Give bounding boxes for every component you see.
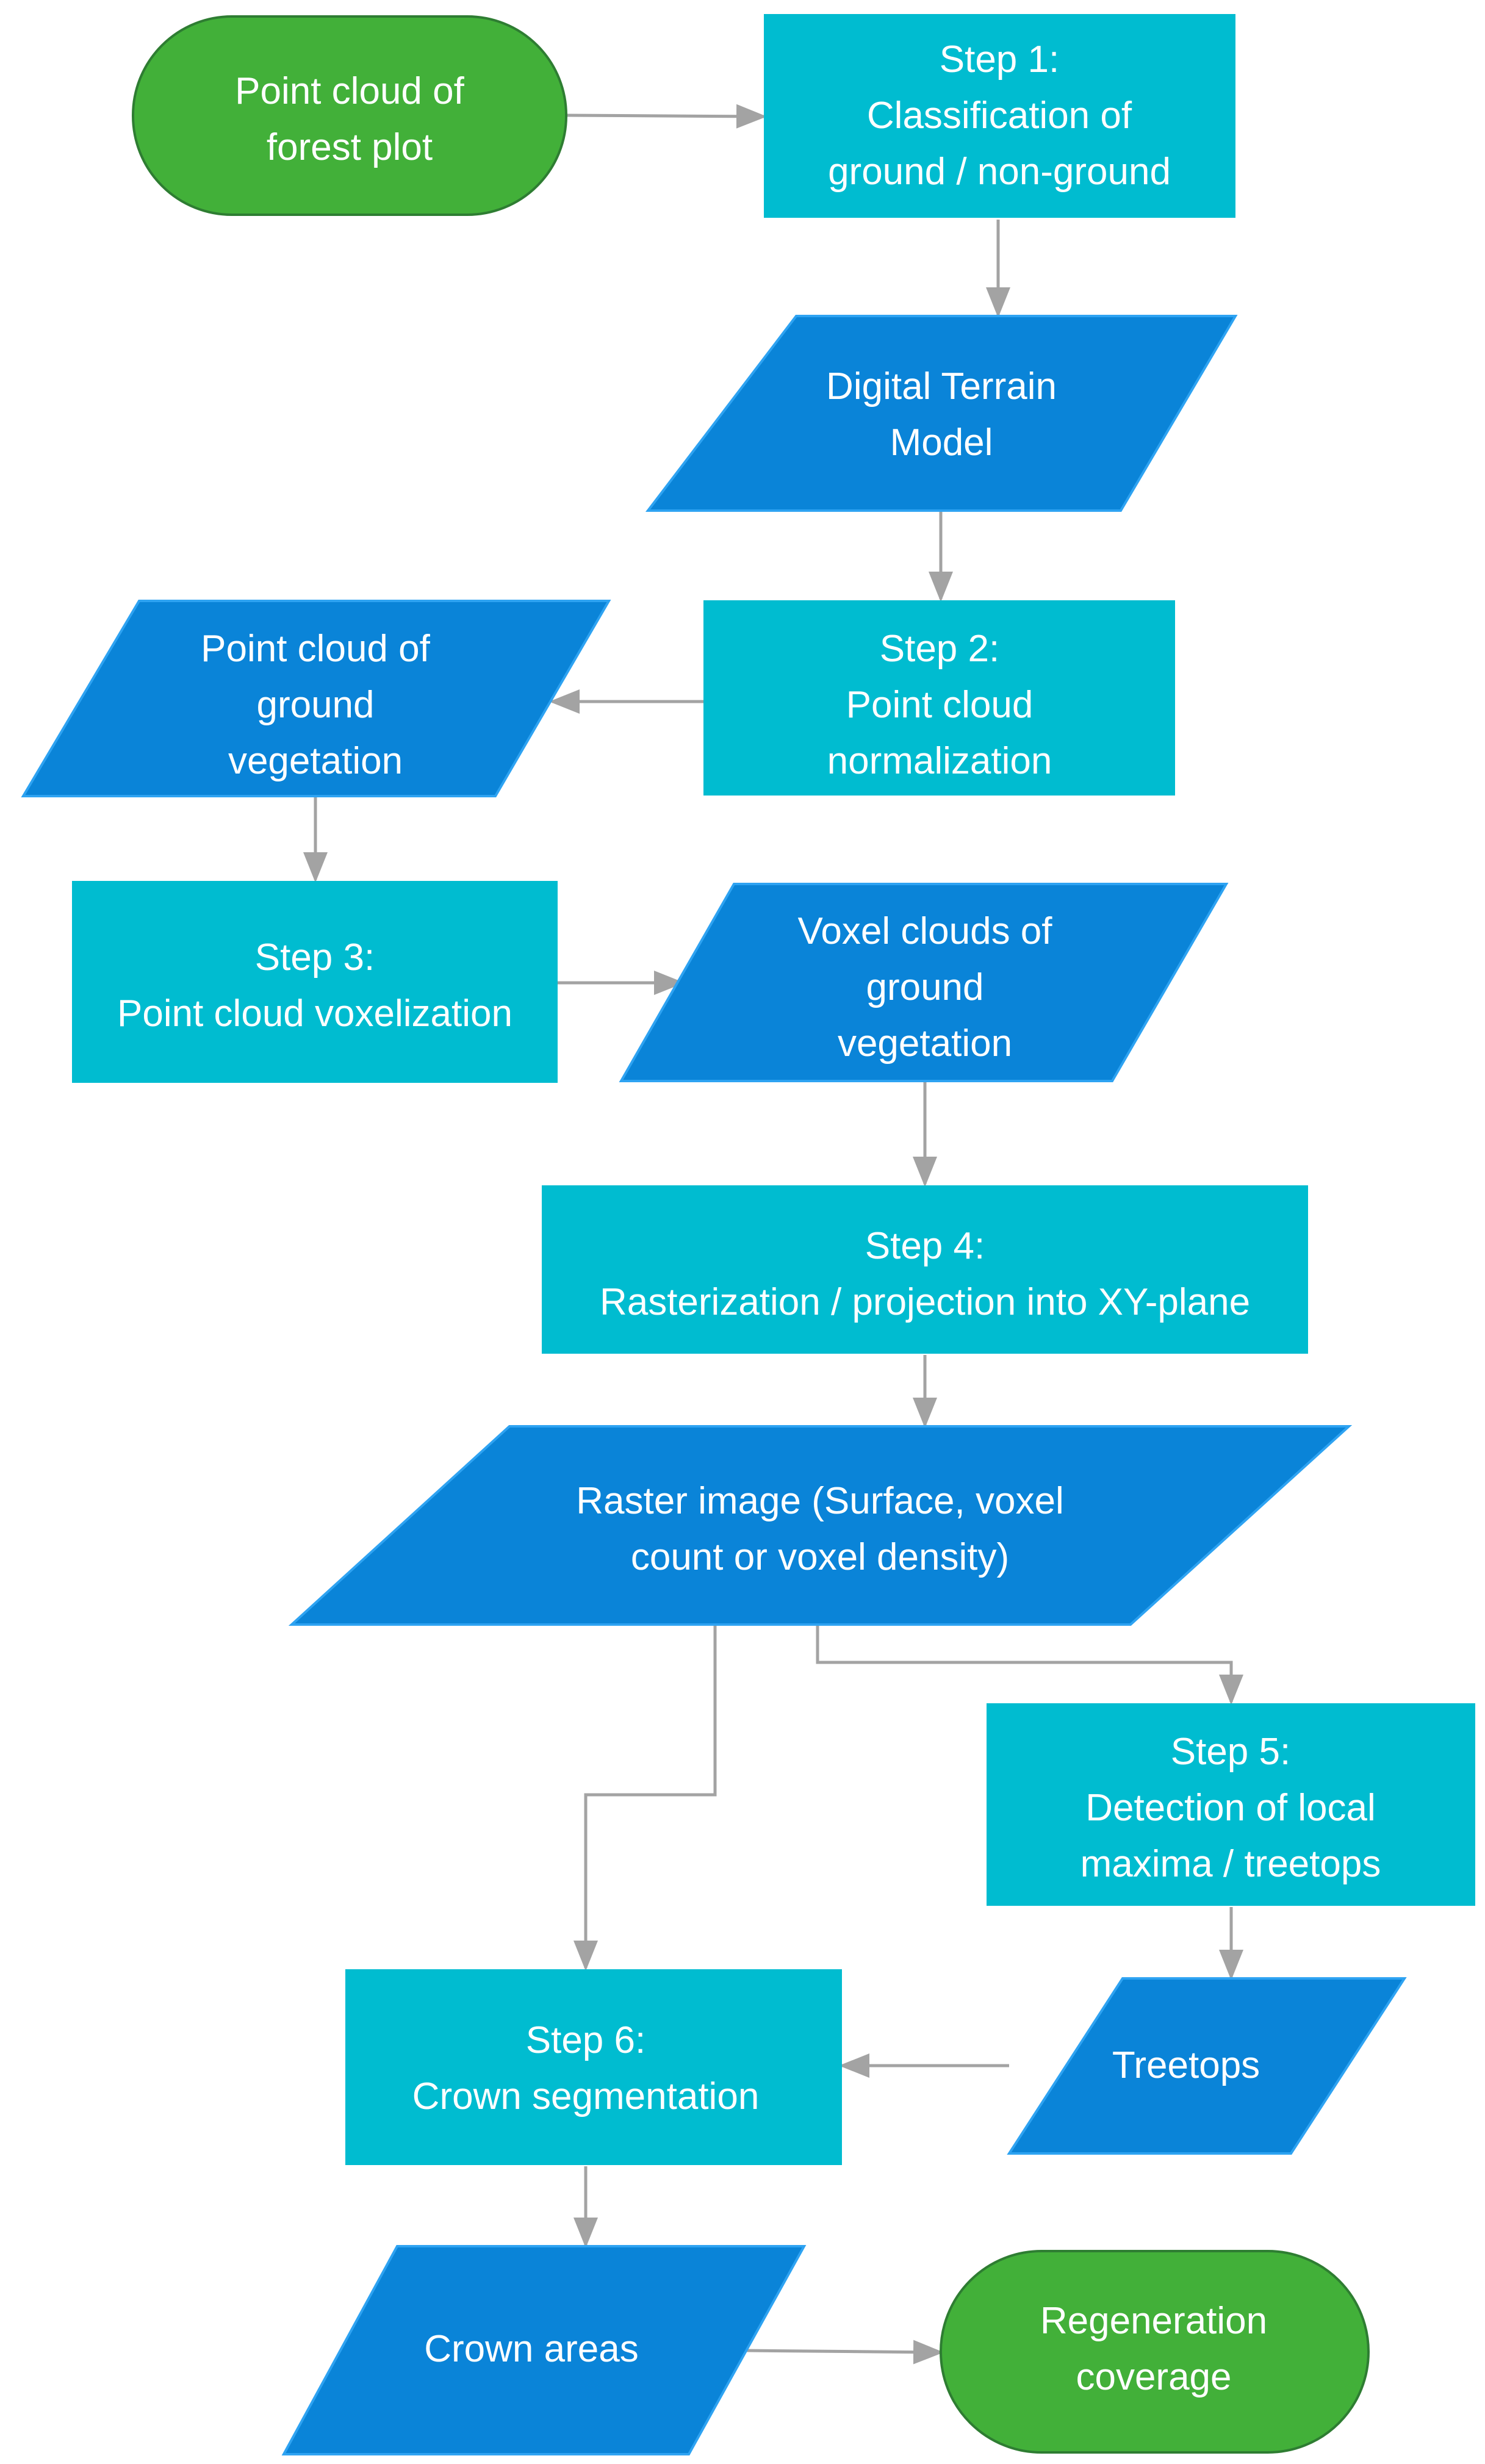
edge-raster-to-step5 (816, 1626, 1243, 1705)
node-step2-label: normalization (827, 740, 1052, 782)
node-step5-label: maxima / treetops (1080, 1843, 1381, 1885)
node-voxel-clouds-shape (619, 883, 1229, 1082)
node-step6-label: Crown segmentation (412, 2075, 760, 2117)
node-step4-shape (542, 1185, 1308, 1354)
node-raster-label: count or voxel density) (631, 1536, 1009, 1578)
node-step6-shape (345, 1969, 842, 2165)
node-step2-label: Point cloud (846, 684, 1034, 726)
node-step3-shape (72, 881, 558, 1083)
edge-start-to-step1 (566, 104, 767, 129)
node-treetops-shape (1007, 1977, 1407, 2155)
node-step2-label: Step 2: (880, 628, 999, 670)
node-voxel-clouds-label: Voxel clouds of (797, 910, 1052, 952)
node-raster-label: Raster image (Surface, voxel (576, 1480, 1063, 1522)
node-end-label: Regeneration (1040, 2300, 1267, 2342)
node-step2-shape (703, 600, 1175, 796)
node-voxel-clouds-label: ground (866, 966, 983, 1008)
edge-crown-areas-to-end (746, 2340, 944, 2365)
node-start-label: Point cloud of (235, 70, 464, 112)
node-ground-veg-shape (21, 600, 611, 797)
node-voxel-clouds-label: vegetation (838, 1022, 1012, 1065)
node-treetops-label: Treetops (1112, 2044, 1260, 2086)
node-dtm-label: Model (890, 422, 993, 464)
node-dtm-shape (645, 315, 1238, 512)
node-step3-label: Point cloud voxelization (117, 993, 512, 1035)
node-step1-label: ground / non-ground (828, 151, 1171, 193)
node-ground-veg-label: Point cloud of (201, 628, 430, 670)
node-step1-label: Step 1: (940, 38, 1059, 81)
node-ground-veg-label: vegetation (228, 740, 403, 782)
edge-raster-to-step6 (574, 1626, 717, 1971)
nodes (21, 14, 1475, 2455)
node-step4-label: Step 4: (865, 1225, 985, 1267)
node-dtm-label: Digital Terrain (826, 365, 1057, 408)
node-step3-label: Step 3: (255, 936, 375, 979)
node-step5-label: Step 5: (1171, 1731, 1290, 1773)
node-end-label: coverage (1076, 2356, 1231, 2398)
node-start-label: forest plot (267, 126, 433, 168)
node-step1-shape (764, 14, 1235, 218)
node-step4-label: Rasterization / projection into XY-plane (600, 1281, 1250, 1323)
node-ground-veg-label: ground (256, 684, 374, 726)
node-end-shape (940, 2250, 1370, 2454)
node-crown-areas-shape (281, 2245, 807, 2455)
node-step1-label: Classification of (867, 95, 1132, 137)
node-labels: Point cloud of forest plot Step 1: Class… (117, 38, 1381, 2398)
connectors (303, 104, 1243, 2365)
node-crown-areas-label: Crown areas (424, 2328, 638, 2370)
node-step5-shape (987, 1703, 1475, 1906)
node-step6-label: Step 6: (526, 2019, 645, 2061)
node-step5-label: Detection of local (1085, 1787, 1376, 1829)
node-start-shape (132, 15, 567, 216)
node-raster-shape (288, 1425, 1353, 1626)
